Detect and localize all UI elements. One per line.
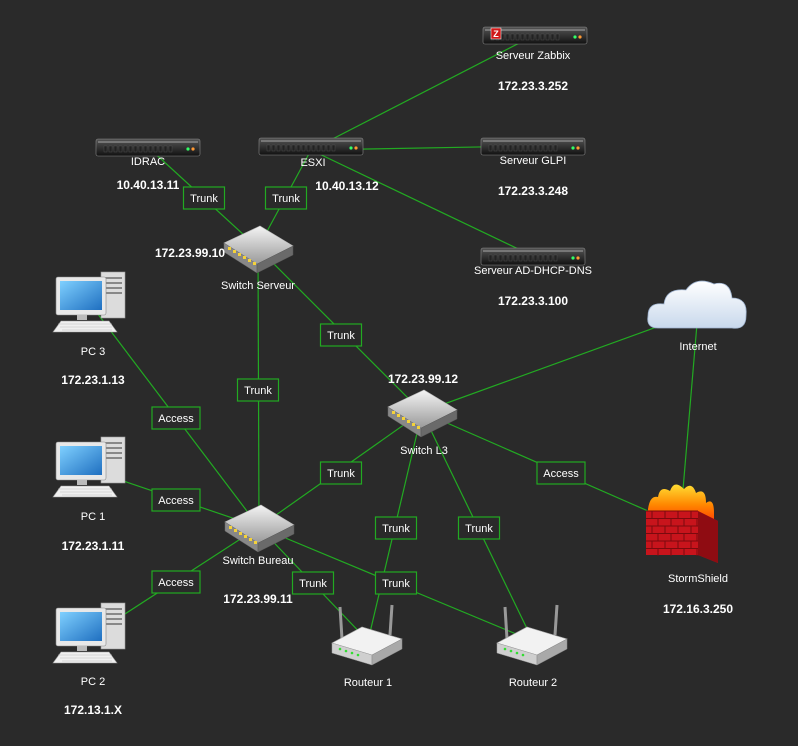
link-label-text: Access — [158, 495, 194, 507]
cloud-icon — [647, 280, 747, 329]
node-ip-zabbix: 172.23.3.252 — [498, 79, 568, 93]
node-label-idrac: IDRAC — [131, 156, 165, 168]
pc-icon — [52, 271, 126, 333]
node-ip-pc2: 172.13.1.X — [64, 703, 122, 717]
link-label-text: Access — [158, 577, 194, 589]
svg-text:Z: Z — [493, 29, 499, 39]
node-label-pc3: PC 3 — [81, 346, 105, 358]
node-label-esxi: ESXI — [300, 157, 325, 169]
firewall-icon — [646, 484, 718, 563]
rack-server-icon: Z — [482, 26, 588, 45]
node-label-pc2: PC 2 — [81, 676, 105, 688]
switch-icon — [223, 225, 294, 274]
link-label-sw_serveur-sw_bureau: Trunk — [236, 378, 280, 402]
link-label-pc2-sw_bureau: Access — [151, 570, 201, 594]
pc-icon — [52, 436, 126, 498]
node-ip-sw_l3: 172.23.99.12 — [388, 372, 458, 386]
pc-icon — [52, 602, 126, 664]
router-icon — [331, 604, 403, 666]
link-label-sw_bureau-r1: Trunk — [291, 571, 335, 595]
link-label-text: Trunk — [382, 523, 410, 535]
node-ip-glpi: 172.23.3.248 — [498, 184, 568, 198]
link-label-text: Trunk — [327, 330, 355, 342]
node-label-glpi: Serveur GLPI — [500, 155, 567, 167]
node-label-pc1: PC 1 — [81, 511, 105, 523]
link-esxi-ad — [310, 149, 534, 257]
link-label-text: Trunk — [299, 578, 327, 590]
link-label-pc1-sw_bureau: Access — [151, 488, 201, 512]
link-label-sw_l3-stormshield: Access — [536, 461, 586, 485]
router-icon — [496, 604, 568, 666]
node-label-sw_l3: Switch L3 — [400, 445, 448, 457]
node-ip-pc3: 172.23.1.13 — [61, 373, 125, 387]
node-label-ad: Serveur AD-DHCP-DNS — [474, 265, 592, 277]
node-ip-ad: 172.23.3.100 — [498, 294, 568, 308]
rack-server-icon — [480, 247, 586, 266]
node-label-stormshield: StormShield — [668, 573, 728, 585]
link-label-sw_bureau-sw_l3: Trunk — [319, 461, 363, 485]
link-label-text: Access — [543, 468, 579, 480]
link-label-text: Trunk — [190, 193, 218, 205]
link-label-text: Trunk — [272, 193, 300, 205]
node-label-zabbix: Serveur Zabbix — [496, 50, 571, 62]
link-label-idrac-sw_serveur: Trunk — [182, 186, 226, 210]
node-label-r1: Routeur 1 — [344, 677, 392, 689]
rack-server-icon — [258, 137, 364, 156]
link-label-sw_serveur-sw_l3: Trunk — [319, 323, 363, 347]
node-ip-esxi: 10.40.13.12 — [315, 179, 379, 193]
node-ip-idrac: 10.40.13.11 — [117, 178, 180, 192]
node-label-sw_serveur: Switch Serveur — [221, 280, 295, 292]
link-label-sw_l3-r1: Trunk — [374, 516, 418, 540]
link-label-text: Access — [158, 413, 194, 425]
link-label-text: Trunk — [382, 578, 410, 590]
link-label-sw_bureau-r2: Trunk — [374, 571, 418, 595]
link-sw_l3-internet — [421, 311, 699, 413]
switch-icon — [387, 389, 458, 438]
rack-server-icon — [480, 137, 586, 156]
node-label-sw_bureau: Switch Bureau — [223, 555, 294, 567]
link-label-text: Trunk — [244, 385, 272, 397]
link-label-pc3-sw_bureau: Access — [151, 406, 201, 430]
node-ip-pc1: 172.23.1.11 — [62, 539, 125, 553]
link-label-esxi-sw_serveur: Trunk — [264, 186, 308, 210]
switch-icon — [224, 504, 295, 553]
rack-server-icon — [95, 138, 201, 157]
link-label-text: Trunk — [327, 468, 355, 480]
node-ip-sw_serveur: 172.23.99.10 — [155, 246, 225, 260]
node-label-r2: Routeur 2 — [509, 677, 557, 689]
link-label-text: Trunk — [465, 523, 493, 535]
node-ip-sw_bureau: 172.23.99.11 — [223, 592, 293, 606]
link-label-sw_l3-r2: Trunk — [457, 516, 501, 540]
node-label-internet: Internet — [679, 341, 716, 353]
node-ip-stormshield: 172.16.3.250 — [663, 602, 733, 616]
link-esxi-zabbix — [310, 34, 536, 151]
